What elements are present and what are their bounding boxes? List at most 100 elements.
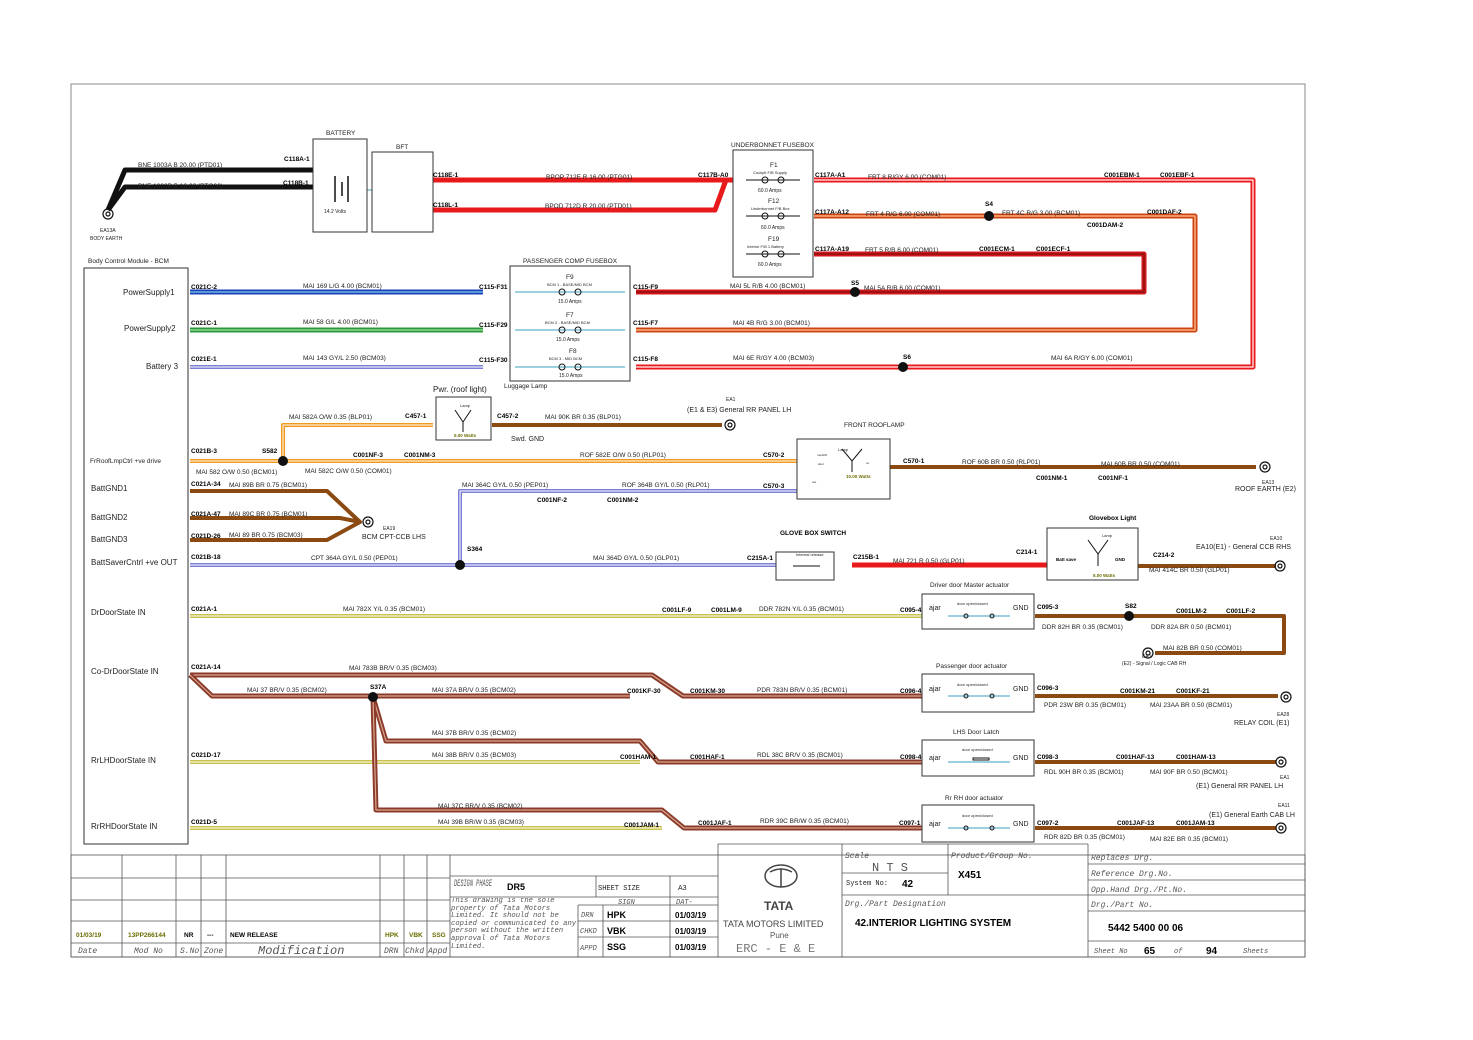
connector-label: C021C-2 — [191, 284, 217, 291]
label-batt-save: Batt save — [1056, 557, 1077, 562]
svg-text:HPK: HPK — [607, 910, 627, 920]
wire-label: MAI 5L R/B 4.00 (BCM01) — [730, 283, 805, 290]
svg-text:Sheet No: Sheet No — [1094, 948, 1128, 956]
wire-frt-4 — [636, 213, 1198, 333]
connector-label: S82 — [1125, 603, 1137, 610]
svg-text:A3: A3 — [678, 885, 687, 892]
svg-text:VBK: VBK — [409, 932, 423, 939]
svg-text:DR5: DR5 — [507, 882, 525, 892]
label-ea1-rr-desc: (E1) General RR PANEL LH — [1196, 783, 1283, 790]
connector-label: C001HAF-13 — [1116, 754, 1155, 761]
svg-text:HPK: HPK — [385, 932, 399, 939]
earth-symbols — [102, 208, 1292, 834]
svg-text:65: 65 — [1144, 946, 1156, 957]
svg-text:Modification: Modification — [258, 944, 344, 958]
label-ubfb: UNDERBONNET FUSEBOX — [731, 142, 815, 149]
connector-label: C001LF-2 — [1226, 608, 1256, 615]
label-f19-amps: 60.0 Amps — [758, 262, 782, 268]
connector-label: C215A-1 — [747, 555, 773, 562]
connector-label: C001NF-2 — [537, 497, 567, 504]
connector-label: C001NF-1 — [1098, 475, 1128, 482]
battery-box — [312, 138, 368, 233]
connector-label: C117A-A19 — [815, 246, 849, 253]
svg-text:Drg./Part No.: Drg./Part No. — [1091, 901, 1153, 910]
bcm-pins: PowerSupply1 PowerSupply2 Battery 3 FrRo… — [90, 288, 179, 831]
connector-label: C021A-34 — [191, 481, 221, 488]
label-fr-pin-1: mod/off — [817, 453, 827, 457]
connector-label: C021A-47 — [191, 511, 221, 518]
connector-label: C001JAF-13 — [1117, 820, 1155, 827]
label-door-oc-1: door open/closed — [957, 601, 988, 606]
svg-text:DAT-: DAT- — [676, 899, 693, 907]
wire-label: BNE 1003A B 20.00 (PTD01) — [138, 162, 222, 169]
wire-label: MAI 414C BR 0.50 (GLP01) — [1149, 567, 1230, 574]
wire-label: MAI 37A BR/V 0.35 (BCM02) — [432, 687, 516, 694]
bcm-pin-label: DrDoorState IN — [91, 608, 146, 617]
underbonnet-fusebox — [732, 149, 814, 278]
wire-label: MAI 582A O/W 0.35 (BLP01) — [289, 414, 372, 421]
svg-text:DRN: DRN — [581, 912, 594, 920]
glovebox-light-box — [1046, 527, 1139, 581]
svg-text:CHKD: CHKD — [580, 928, 598, 936]
bcm-pin-label: RrRHDoorState IN — [91, 822, 157, 831]
wire-label: MAI 39B BR/W 0.35 (BCM03) — [438, 819, 524, 826]
label-f8: F8 — [569, 348, 577, 355]
connector-label: C098-4 — [900, 754, 922, 761]
svg-text:Reference Drg.No.: Reference Drg.No. — [1091, 870, 1173, 879]
label-bft: BFT — [396, 144, 408, 151]
label-ea1-top-desc: (E1 & E3) General RR PANEL LH — [687, 407, 791, 414]
label-body-earth: BODY EARTH — [90, 236, 123, 242]
svg-text:Scale: Scale — [845, 852, 869, 861]
label-watts-5: 5.00 Watts — [454, 433, 477, 438]
connector-label: C001KM-21 — [1120, 688, 1155, 695]
wire-label: MAI 364D GY/L 0.50 (GLP01) — [593, 555, 679, 562]
label-relay-coil: RELAY COIL (E1) — [1234, 720, 1290, 727]
wire-label: MAI 143 GY/L 2.50 (BCM03) — [303, 355, 386, 362]
bft-box — [371, 151, 434, 233]
connector-label: C097-2 — [1037, 820, 1059, 827]
connector-label: S37A — [370, 684, 387, 691]
wire-label: MAI 6A R/GY 6.00 (COM01) — [1051, 355, 1133, 362]
svg-text:Sheets: Sheets — [1243, 948, 1268, 956]
svg-text:01/03/19: 01/03/19 — [675, 927, 707, 936]
label-bcm: Body Control Module - BCM — [88, 258, 169, 265]
connector-label: S5 — [851, 280, 859, 287]
label-lamp-1: Lamp — [460, 403, 471, 408]
connector-label: C001EBM-1 — [1104, 172, 1140, 179]
svg-text:Date: Date — [78, 947, 97, 956]
wire-label: MAI 721 R 0.50 (GLP01) — [893, 558, 965, 565]
connector-label: C021D-5 — [191, 819, 217, 826]
connector-label: C001ECF-1 — [1036, 246, 1071, 253]
connector-label: C118L-1 — [433, 202, 458, 209]
wire-label: PDR 783N BR/V 0.35 (BCM01) — [757, 687, 847, 694]
connector-label: C118B-1 — [283, 180, 309, 187]
connector-label: C001LM-9 — [711, 607, 742, 614]
svg-text:Chkd: Chkd — [405, 947, 424, 956]
connector-label: C001EBF-1 — [1160, 172, 1195, 179]
wire-label: MAI 89B BR 0.75 (BCM01) — [229, 482, 307, 489]
wire-label: DDR 782N Y/L 0.35 (BCM01) — [759, 606, 844, 613]
connector-label: C001NF-3 — [353, 452, 383, 459]
svg-text:Drg./Part Designation: Drg./Part Designation — [845, 900, 946, 909]
svg-text:Mod No: Mod No — [134, 947, 163, 956]
connector-label: C095-3 — [1037, 604, 1059, 611]
svg-text:System No:: System No: — [846, 880, 888, 888]
connector-label: C001NM-3 — [404, 452, 436, 459]
wire-label: CPT 364A GY/L 0.50 (PEP01) — [311, 555, 398, 562]
bcm-pin-label: PowerSupply2 — [124, 324, 176, 333]
label-ea-dr: EA1 — [1142, 654, 1152, 660]
label-f12: F12 — [768, 198, 780, 205]
label-ajar-1: ajar — [929, 605, 941, 612]
connector-label: C021D-17 — [191, 752, 221, 759]
svg-text:13PP266144: 13PP266144 — [128, 932, 166, 939]
label-luggage-lamp: Luggage Lamp — [504, 383, 548, 390]
label-ajar-2: ajar — [929, 686, 941, 693]
wire-label: DDR 82H BR 0.35 (BCM01) — [1042, 624, 1123, 631]
svg-text:01/03/19: 01/03/19 — [675, 911, 707, 920]
svg-text:94: 94 — [1206, 946, 1218, 957]
svg-text:X451: X451 — [958, 870, 982, 881]
wire-label: MAI 4B R/G 3.00 (BCM01) — [733, 320, 810, 327]
label-lamp-3: Lamp — [1102, 533, 1113, 538]
connector-label: C001HAF-1 — [690, 754, 725, 761]
connector-label: C115-F7 — [633, 320, 658, 327]
